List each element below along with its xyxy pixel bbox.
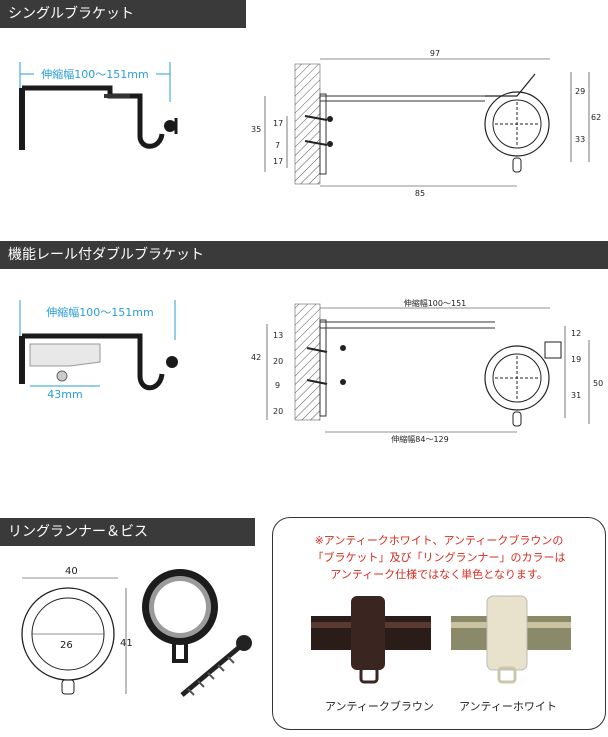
double-sub-label: 43mm bbox=[47, 388, 82, 401]
color-note-box: ※アンティークホワイト、アンティークブラウンの 「ブラケット」及び「リングランナ… bbox=[272, 517, 606, 730]
single-bracket-drawing: 97 85 35 17 7 17 29 33 62 bbox=[251, 49, 601, 198]
svg-text:50: 50 bbox=[593, 379, 603, 388]
svg-text:41: 41 bbox=[120, 638, 133, 649]
svg-text:31: 31 bbox=[571, 391, 581, 400]
svg-text:26: 26 bbox=[60, 640, 73, 651]
svg-text:伸縮幅100〜151: 伸縮幅100〜151 bbox=[404, 298, 467, 308]
double-bracket-drawing: 伸縮幅100〜151 伸縮幅84〜129 42 13 20 9 20 12 19… bbox=[251, 298, 603, 444]
ring-runner-drawing: 40 26 41 bbox=[21, 566, 133, 695]
svg-text:62: 62 bbox=[591, 113, 601, 122]
svg-text:12: 12 bbox=[571, 329, 581, 338]
double-bracket-photo: 伸縮幅100〜151mm 43mm bbox=[19, 300, 178, 401]
svg-text:20: 20 bbox=[273, 357, 283, 366]
svg-text:13: 13 bbox=[273, 331, 283, 340]
svg-text:7: 7 bbox=[275, 141, 280, 150]
svg-text:19: 19 bbox=[571, 355, 581, 364]
double-width-label: 伸縮幅100〜151mm bbox=[46, 305, 153, 319]
section-title-single: シングルブラケット bbox=[0, 0, 246, 28]
svg-text:85: 85 bbox=[415, 189, 425, 198]
svg-text:97: 97 bbox=[430, 49, 440, 58]
single-width-label: 伸縮幅100〜151mm bbox=[41, 67, 148, 81]
antique-brown-label: アンティークブラウン bbox=[325, 700, 434, 713]
svg-text:42: 42 bbox=[251, 353, 261, 362]
color-note-text: ※アンティークホワイト、アンティークブラウンの 「ブラケット」及び「リングランナ… bbox=[312, 534, 566, 581]
svg-text:40: 40 bbox=[65, 566, 78, 577]
svg-text:17: 17 bbox=[273, 157, 283, 166]
svg-text:29: 29 bbox=[575, 87, 585, 96]
antique-brown-photo bbox=[311, 596, 431, 684]
single-bracket-photo: 伸縮幅100〜151mm bbox=[19, 62, 178, 150]
svg-text:9: 9 bbox=[275, 381, 280, 390]
antique-white-photo bbox=[451, 595, 571, 684]
antique-white-label: アンティーホワイト bbox=[459, 700, 557, 713]
section-title-ring: リングランナー＆ビス bbox=[0, 518, 255, 546]
svg-text:17: 17 bbox=[273, 119, 283, 128]
section-title-double: 機能レール付ダブルブラケット bbox=[0, 241, 608, 269]
svg-text:35: 35 bbox=[251, 125, 261, 134]
svg-text:33: 33 bbox=[575, 135, 585, 144]
svg-text:伸縮幅84〜129: 伸縮幅84〜129 bbox=[391, 434, 448, 444]
svg-text:20: 20 bbox=[273, 407, 283, 416]
ring-and-screw-photo bbox=[142, 569, 252, 697]
